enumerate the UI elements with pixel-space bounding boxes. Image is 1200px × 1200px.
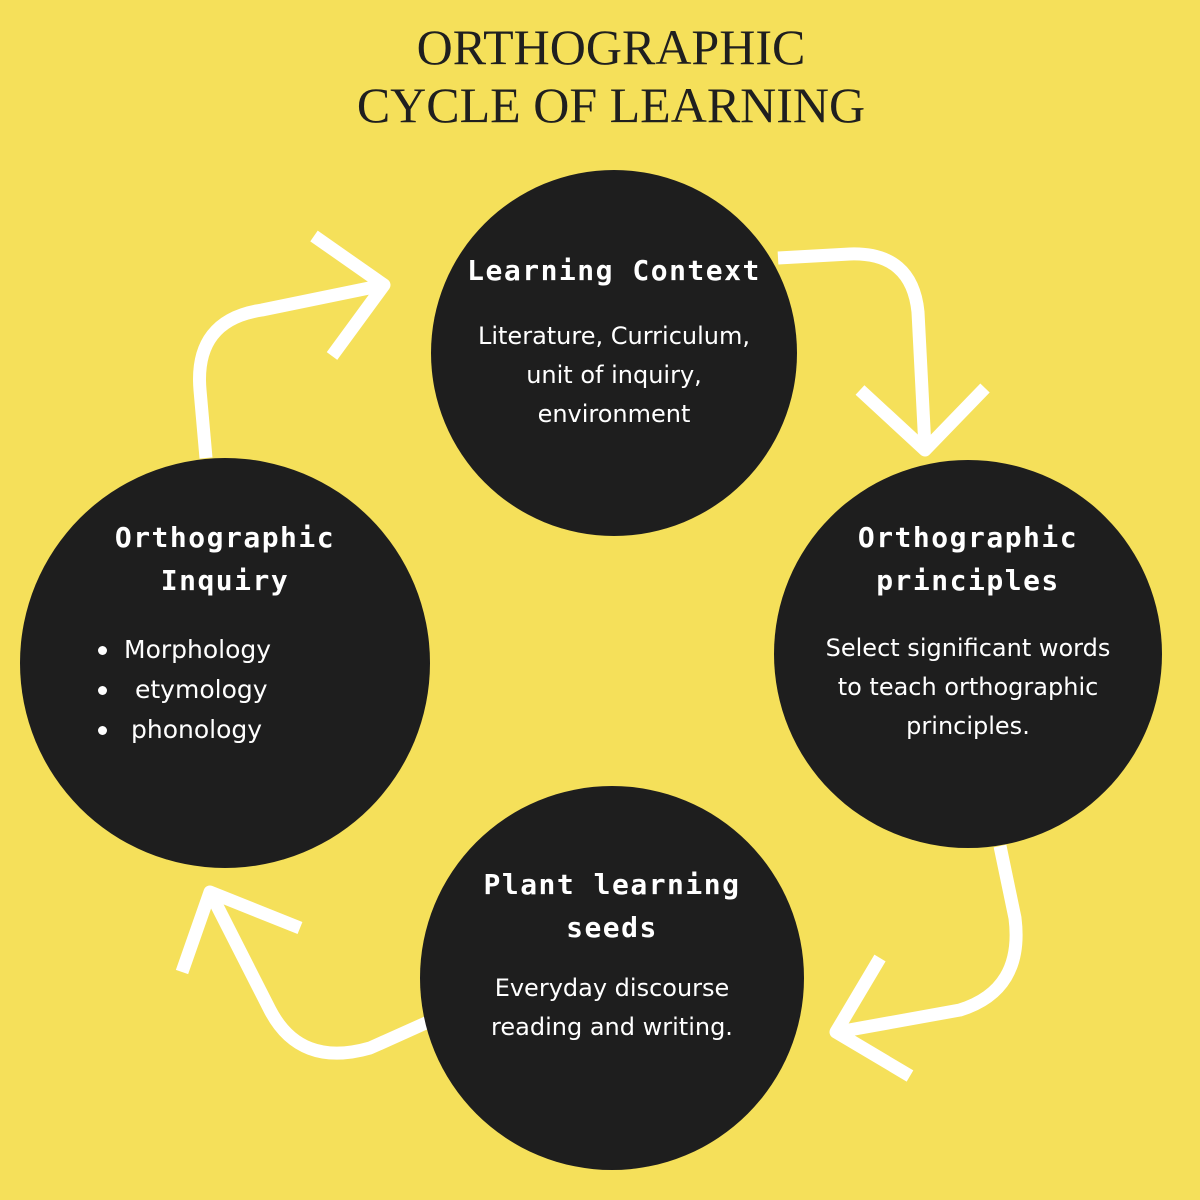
heading-line: Orthographic — [114, 521, 336, 554]
arrowhead-inquiry-to-context — [310, 230, 391, 360]
node-heading: Orthographic principles — [774, 516, 1162, 602]
heading-line: Orthographic — [857, 521, 1079, 554]
heading-line: seeds — [566, 911, 658, 944]
description-line: Select significant words — [825, 634, 1111, 662]
node-description: Select significant words to teach orthog… — [774, 629, 1162, 746]
node-orthographic-inquiry: Orthographic Inquiry Morphology etymolog… — [20, 458, 430, 868]
list-item: Morphology — [98, 630, 271, 670]
list-item: phonology — [98, 710, 271, 750]
arrow-seeds-to-inquiry — [204, 889, 431, 1060]
arrowhead-principles-to-seeds — [829, 954, 914, 1082]
title-line-2: CYCLE OF LEARNING — [356, 77, 866, 133]
node-orthographic-principles: Orthographic principles Select significa… — [774, 460, 1162, 848]
list-item-label: Morphology — [124, 635, 272, 664]
heading-line: Plant learning — [483, 868, 741, 901]
description-line: reading and writing. — [491, 1013, 733, 1041]
bullet-dot — [98, 686, 107, 695]
node-description: Literature, Curriculum, unit of inquiry,… — [431, 317, 797, 434]
bullet-dot — [98, 646, 107, 655]
heading-line: Inquiry — [160, 564, 290, 597]
arrow-principles-to-seeds — [836, 844, 1023, 1039]
node-learning-context: Learning Context Literature, Curriculum,… — [431, 170, 797, 536]
node-heading: Orthographic Inquiry — [20, 516, 430, 602]
arrow-inquiry-to-context — [193, 278, 386, 459]
arrowhead-seeds-to-inquiry — [175, 885, 303, 975]
bullet-dot — [98, 726, 107, 735]
heading-line: principles — [876, 564, 1060, 597]
description-line: Everyday discourse — [494, 974, 730, 1002]
description-line: principles. — [906, 712, 1030, 740]
list-item-label: phonology — [131, 715, 263, 744]
inquiry-list: Morphology etymology phonology — [98, 630, 271, 750]
node-heading: Learning Context — [467, 254, 761, 287]
list-item: etymology — [98, 670, 271, 710]
node-heading: Plant learning seeds — [420, 863, 804, 949]
description-line: Literature, Curriculum, — [477, 322, 750, 350]
list-item-label: etymology — [135, 675, 268, 704]
description-line: unit of inquiry, — [526, 361, 702, 389]
description-line: environment — [537, 400, 691, 428]
description-line: to teach orthographic — [837, 673, 1099, 701]
node-description: Everyday discourse reading and writing. — [420, 969, 804, 1047]
arrow-context-to-principles — [777, 247, 932, 449]
arrowhead-context-to-principles — [855, 383, 990, 457]
title-line-1: ORTHOGRAPHIC — [416, 19, 806, 75]
diagram-title: ORTHOGRAPHIC CYCLE OF LEARNING — [0, 18, 1200, 134]
node-plant-learning-seeds: Plant learning seeds Everyday discourse … — [420, 786, 804, 1170]
